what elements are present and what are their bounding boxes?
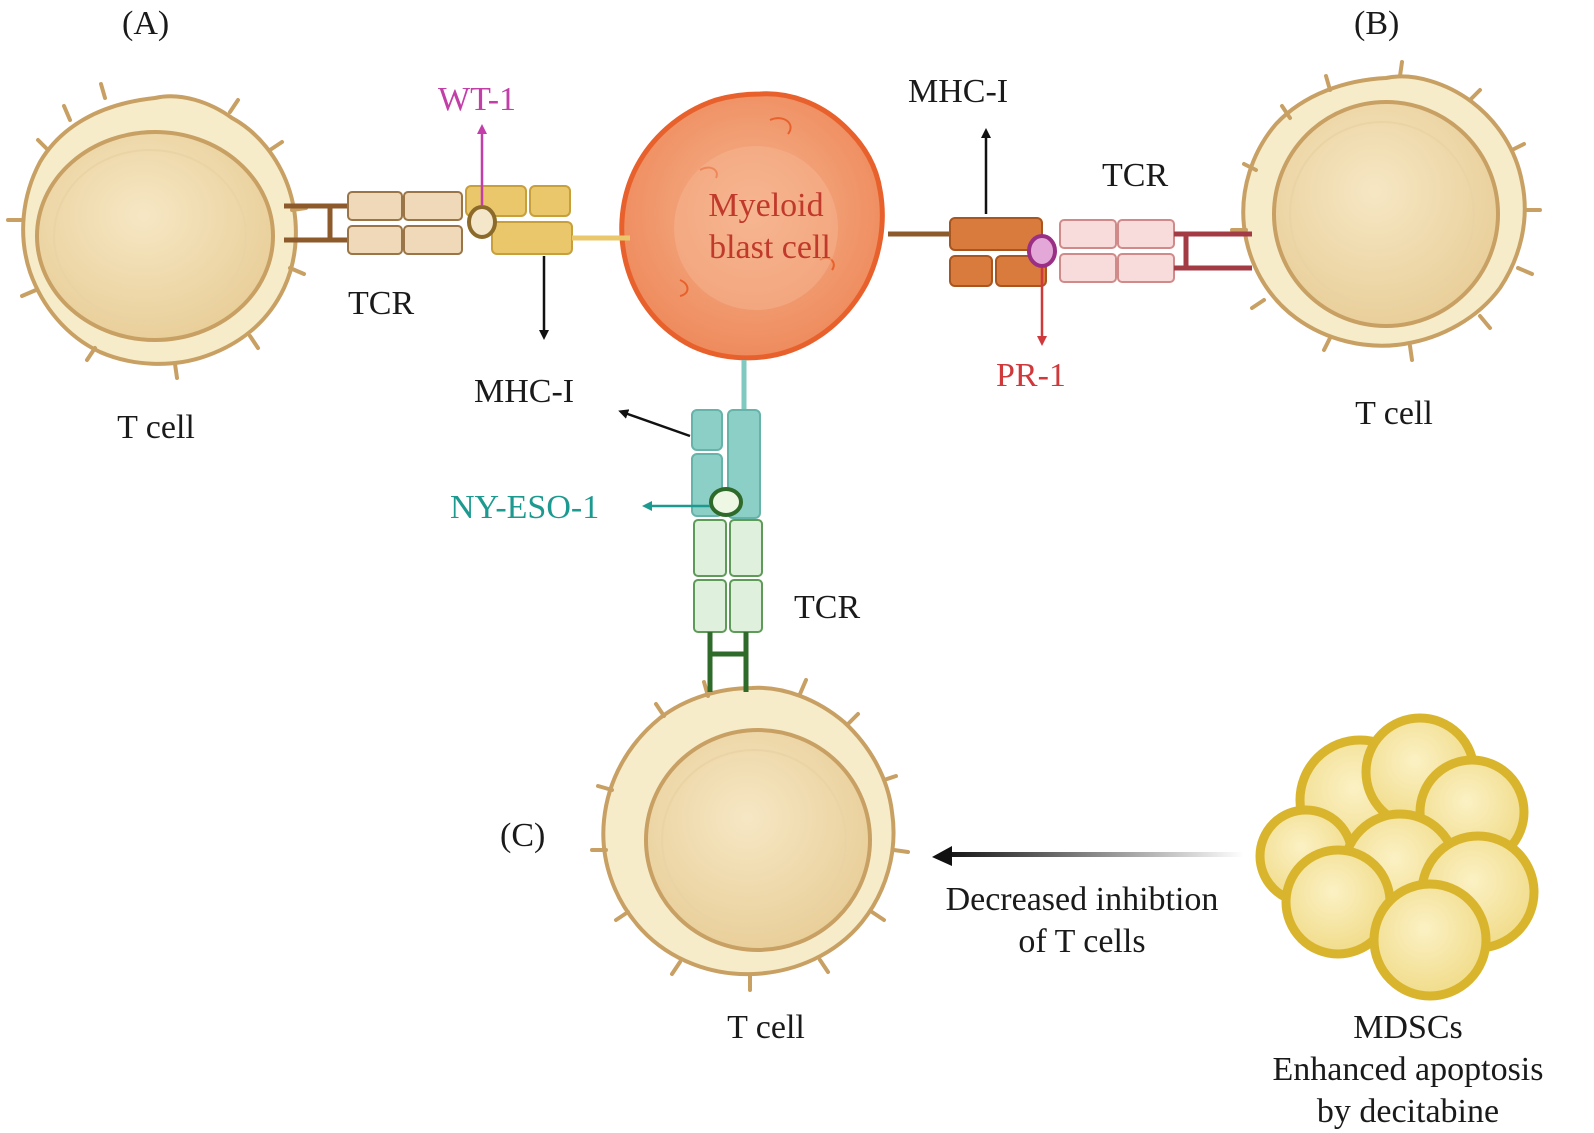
blast-cell-label-line1: Myeloid	[708, 187, 823, 224]
mdsc-label-line3: by decitabine	[1317, 1093, 1499, 1130]
antigen-label-pr1: PR-1	[996, 357, 1066, 394]
tcr-mhc-complex-a	[284, 185, 630, 255]
tcr-mhc-complex-c	[691, 360, 763, 692]
panel-label-c: (C)	[500, 817, 545, 854]
inhibition-label-line1: Decreased inhibtion	[946, 881, 1219, 918]
antigen-label-wt1: WT-1	[438, 81, 516, 118]
mhc-label-b: MHC-I	[908, 73, 1008, 110]
t-cell-label-c: T cell	[727, 1009, 805, 1046]
t-cell-label-b: T cell	[1355, 395, 1433, 432]
t-cell-a	[6, 82, 308, 380]
t-cell-c	[590, 678, 910, 992]
tcr-mhc-complex-b	[888, 217, 1252, 287]
panel-label-b: (B)	[1354, 5, 1399, 42]
blast-cell-label-line2: blast cell	[709, 229, 831, 266]
tcr-label-b: TCR	[1102, 157, 1168, 194]
arrow-mhc-c	[618, 409, 691, 438]
mdsc-cluster	[1255, 713, 1539, 1001]
antigen-label-nyeso1: NY-ESO-1	[450, 489, 599, 526]
tcr-label-c: TCR	[794, 589, 860, 626]
myeloid-blast-cell	[619, 91, 885, 361]
t-cell-label-a: T cell	[117, 409, 195, 446]
mdsc-label-line1: MDSCs	[1353, 1009, 1463, 1046]
inhibition-label-line2: of T cells	[1018, 923, 1145, 960]
t-cell-b	[1230, 60, 1542, 362]
arrow-inhibition	[932, 846, 1244, 866]
mhc-label-a: MHC-I	[474, 373, 574, 410]
mdsc-label-line2: Enhanced apoptosis	[1273, 1051, 1544, 1088]
tcr-label-a: TCR	[348, 285, 414, 322]
panel-label-a: (A)	[122, 5, 169, 42]
